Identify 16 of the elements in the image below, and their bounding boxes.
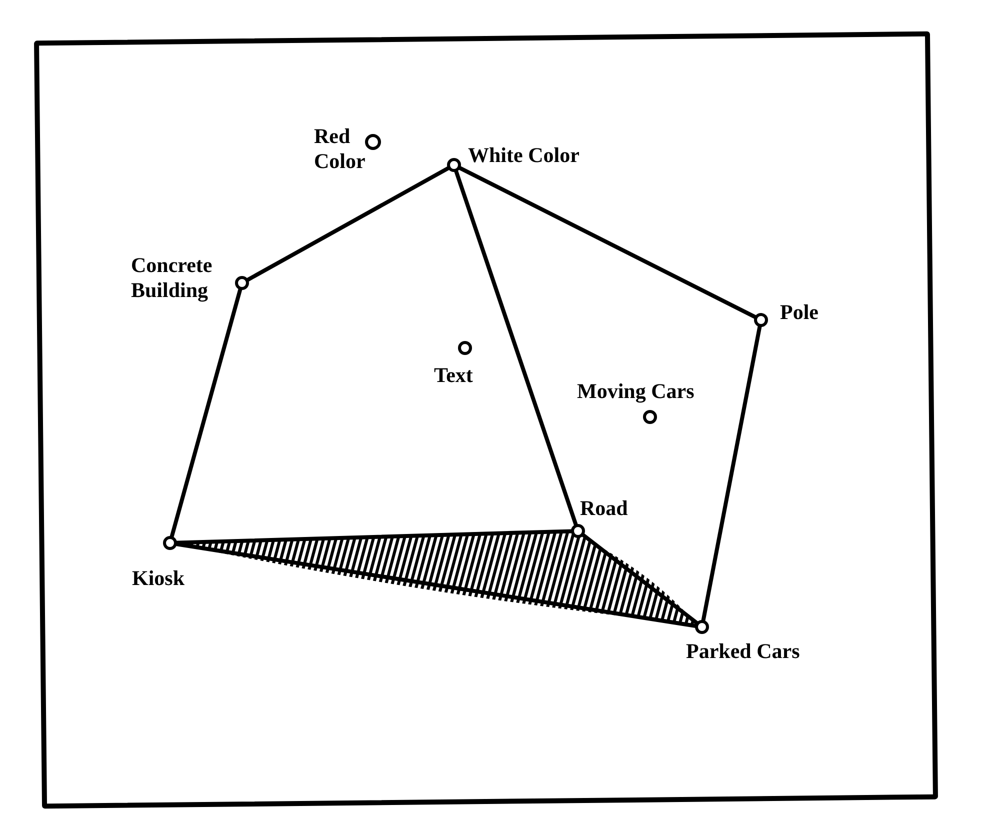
connector-line (458, 166, 757, 319)
node-label: Pole (780, 300, 820, 325)
node-label: White Color (468, 143, 580, 168)
node-label: Concrete Building (131, 253, 214, 303)
node-label: Road (580, 496, 629, 521)
connector-line (170, 288, 242, 538)
connector-line (175, 529, 573, 545)
node-label: Red Color (314, 124, 366, 174)
node-label: Moving Cars (577, 379, 696, 404)
connector-line (246, 166, 450, 282)
connector-line (701, 324, 762, 622)
connector-line (454, 170, 578, 526)
connector-line (582, 533, 698, 625)
node-label: Text (434, 363, 474, 388)
node-label: Parked Cars (686, 639, 801, 664)
node-label: Kiosk (132, 566, 186, 591)
